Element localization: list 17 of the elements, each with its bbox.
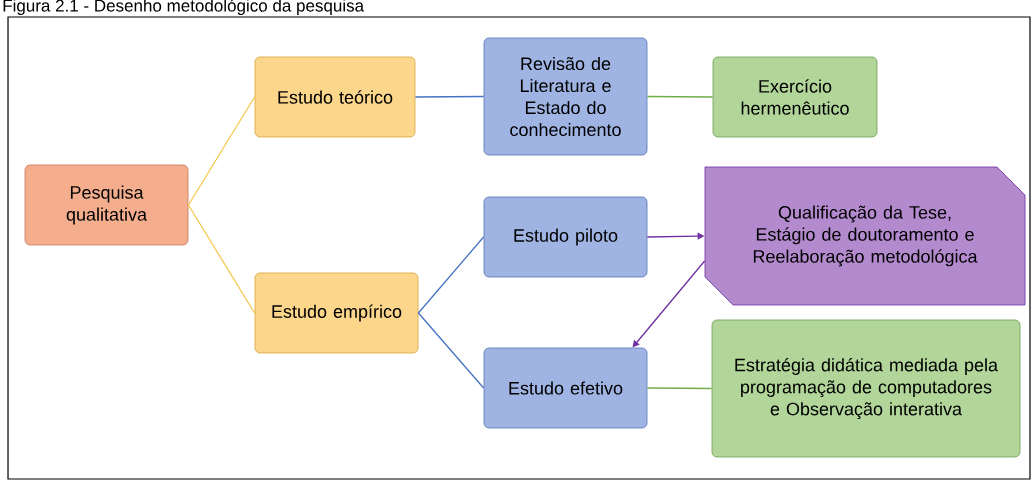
process-box: Estudo efetivo: [483, 347, 648, 429]
connector-line: [187, 204, 256, 314]
connector-line: [646, 95, 714, 98]
connector-line: [646, 387, 713, 390]
process-box: Estudo teórico: [254, 56, 416, 138]
process-box: Revisão de Literatura e Estado do conhecimento: [483, 37, 648, 156]
connector-line: [187, 96, 256, 206]
connector-line: [417, 312, 485, 389]
process-box: Estudo empírico: [254, 272, 419, 354]
connector-line: [417, 236, 485, 314]
arrow: [632, 260, 706, 348]
snipped-box: Qualificação da Tese, Estágio de doutoramento e Reelaboração metodológica: [704, 166, 1026, 306]
process-box: Estudo piloto: [483, 196, 648, 278]
connector-line: [414, 95, 485, 98]
process-box: Pesquisa qualitativa: [24, 164, 189, 246]
process-box: Exercício hermenêutico: [712, 56, 878, 138]
process-box: Estratégia didática mediada pela programação de computadores e Observação interativa: [711, 319, 1021, 458]
